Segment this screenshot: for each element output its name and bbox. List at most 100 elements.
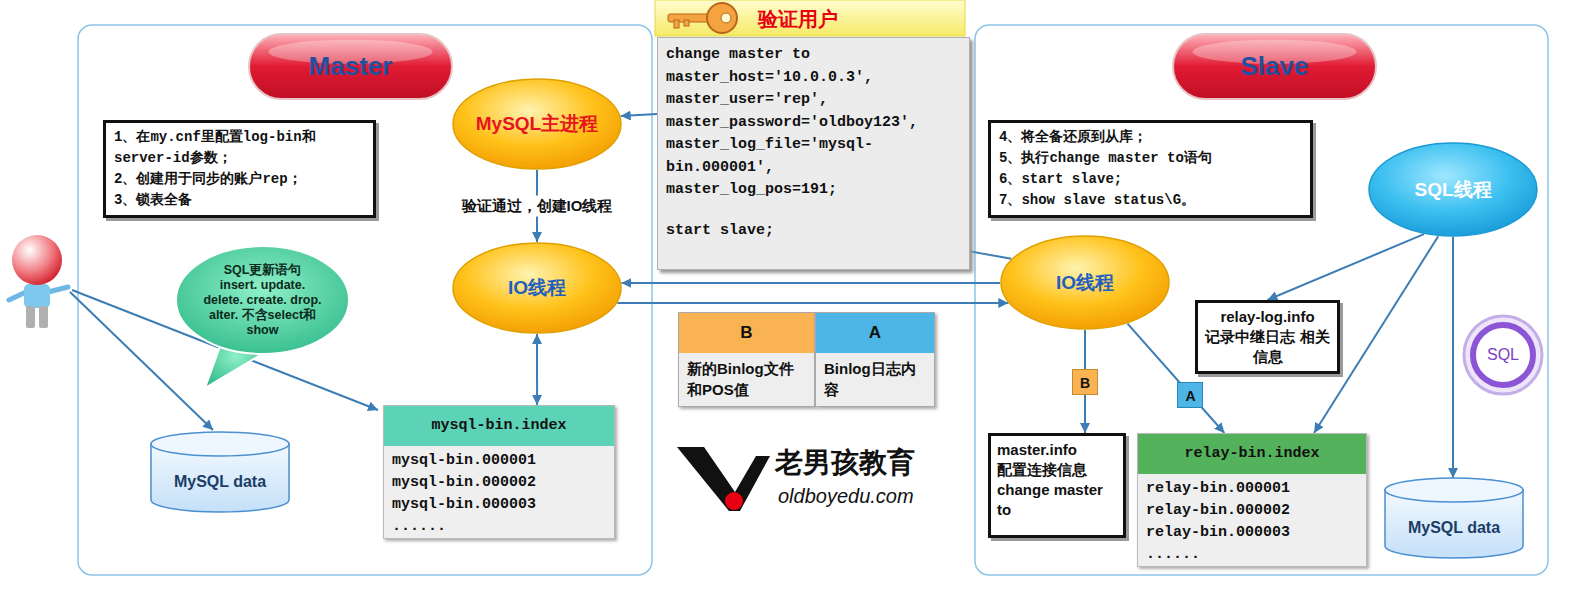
user-body — [24, 284, 50, 308]
node-heading: 1、在my.cnf里配置log-bin和server-id参数； — [114, 127, 365, 169]
connector-arrow — [621, 114, 657, 116]
node-text: master_password='oldboy123', — [666, 112, 961, 135]
connector-arrow — [1268, 234, 1424, 300]
database-cylinder: MySQL data — [150, 432, 290, 512]
node-text: ...... — [384, 516, 614, 538]
node-heading: 4、将全备还原到从库； — [999, 127, 1302, 148]
node-heading: MySQL data — [174, 473, 266, 491]
pill-body — [1173, 34, 1376, 99]
node-text: ...... — [1138, 544, 1366, 566]
node-text: start slave; — [666, 220, 961, 243]
user-figure — [9, 235, 68, 328]
connector-arrow — [536, 334, 538, 405]
key-bow — [707, 3, 737, 33]
node-heading: A — [816, 313, 934, 353]
node-text: change master to — [997, 480, 1117, 520]
node-heading: SQL线程 — [1414, 177, 1491, 203]
user-arm — [48, 287, 68, 292]
command-box: 验证用户change master tomaster_host='10.0.0.… — [657, 37, 970, 270]
node-heading: MySQL主进程 — [476, 111, 598, 137]
thread-ellipse: SQL线程 — [1368, 142, 1538, 237]
bubble-body — [176, 246, 349, 354]
node-text: insert. update. delete. create. drop. al… — [199, 278, 326, 338]
connector-arrow — [970, 251, 1011, 258]
process-ellipse: MySQL主进程 — [452, 78, 622, 170]
node-text: master_log_pos=191; — [666, 179, 961, 202]
node-heading: SQL更新语句 — [224, 263, 302, 278]
step-list-box: 1、在my.cnf里配置log-bin和server-id参数；2、创建用于同步… — [103, 120, 376, 218]
node-text: 记录中继日志 相关信息 — [1204, 327, 1331, 367]
node-heading: mysql-bin.index — [384, 406, 614, 446]
ellipse-body — [453, 243, 621, 333]
node-text: Binlog日志内容 — [816, 353, 934, 405]
master-panel — [78, 25, 652, 575]
info-box: relay-log.info记录中继日志 相关信息 — [1195, 300, 1340, 374]
connector-arrow — [617, 302, 1008, 304]
connector-label: B — [1072, 369, 1098, 395]
node-heading: Master — [309, 51, 393, 82]
connector-label: A — [1177, 382, 1203, 408]
cyl-outline — [1384, 478, 1524, 558]
connector-arrow — [621, 282, 1000, 284]
node-text: relay-bin.000003 — [1138, 522, 1366, 544]
title-band — [655, 0, 965, 36]
cylinder-top — [151, 432, 289, 456]
info-box: master.info配置连接信息change master to — [988, 433, 1126, 538]
node-text: mysql-bin.000003 — [384, 494, 614, 516]
pill-body — [249, 34, 452, 99]
node-text: 新的Binlog文件和POS值 — [679, 353, 814, 405]
connector-label: 验证通过，创建IO线程 — [458, 196, 617, 217]
index-table: relay-bin.indexrelay-bin.000001relay-bin… — [1137, 433, 1367, 567]
database-cylinder: MySQL data — [1384, 478, 1524, 558]
sql-ring: SQL — [1463, 315, 1543, 395]
key-tooth — [674, 20, 679, 28]
key-tooth — [684, 20, 689, 26]
logo-dot — [725, 492, 743, 510]
index-table: mysql-bin.indexmysql-bin.000001mysql-bin… — [383, 405, 615, 539]
key-table-cell: ABinlog日志内容 — [815, 312, 935, 407]
cylinder-top — [1385, 478, 1523, 502]
node-heading: Slave — [1241, 51, 1309, 82]
title-pill: Slave — [1172, 33, 1377, 100]
node-text: mysql-bin.000002 — [384, 472, 614, 494]
thread-ellipse: IO线程 — [1000, 235, 1170, 330]
node-text: master_user='rep', — [666, 89, 961, 112]
brand-name: 老男孩教育 — [775, 447, 915, 479]
connector-arrow — [1452, 237, 1454, 478]
ring-inner — [1473, 325, 1533, 385]
node-text: master_log_file='mysql-bin.000001', — [666, 134, 961, 179]
node-text: 7、show slave status\G。 — [999, 190, 1302, 211]
node-heading: master.info — [997, 440, 1117, 460]
node-heading: MySQL data — [1408, 519, 1500, 537]
brand-url: oldboyedu.com — [778, 484, 914, 508]
node-text: 5、执行change master to语句 — [999, 148, 1302, 169]
node-heading: relay-log.info — [1220, 307, 1314, 327]
user-head — [12, 235, 62, 285]
node-text: 2、创建用于同步的账户rep； — [114, 169, 365, 190]
node-text: 6、start slave; — [999, 169, 1302, 190]
node-heading: IO线程 — [1056, 270, 1114, 296]
user-leg — [39, 306, 48, 328]
ellipse-body — [453, 79, 621, 169]
ring-outer — [1464, 316, 1542, 394]
node-heading: SQL — [1487, 346, 1519, 364]
step-list-box: 4、将全备还原到从库；5、执行change master to语句6、start… — [988, 120, 1313, 218]
node-text: relay-bin.000001 — [1138, 478, 1366, 500]
thread-ellipse: IO线程 — [452, 242, 622, 334]
speech-bubble: SQL更新语句insert. update. delete. create. d… — [175, 245, 350, 355]
node-heading: 验证用户 — [758, 1, 838, 37]
user-leg — [26, 306, 35, 328]
key-table-cell: B新的Binlog文件和POS值 — [678, 312, 815, 407]
logo-v — [677, 447, 770, 511]
key-hole — [721, 13, 731, 23]
node-text: mysql-bin.000001 — [384, 450, 614, 472]
slave-panel — [975, 25, 1548, 575]
node-text: master_host='10.0.0.3', — [666, 67, 961, 90]
node-heading: B — [679, 313, 814, 353]
node-text: 3、锁表全备 — [114, 190, 365, 211]
node-text: relay-bin.000002 — [1138, 500, 1366, 522]
node-text: change master to — [666, 44, 961, 67]
key-icon — [668, 3, 737, 33]
